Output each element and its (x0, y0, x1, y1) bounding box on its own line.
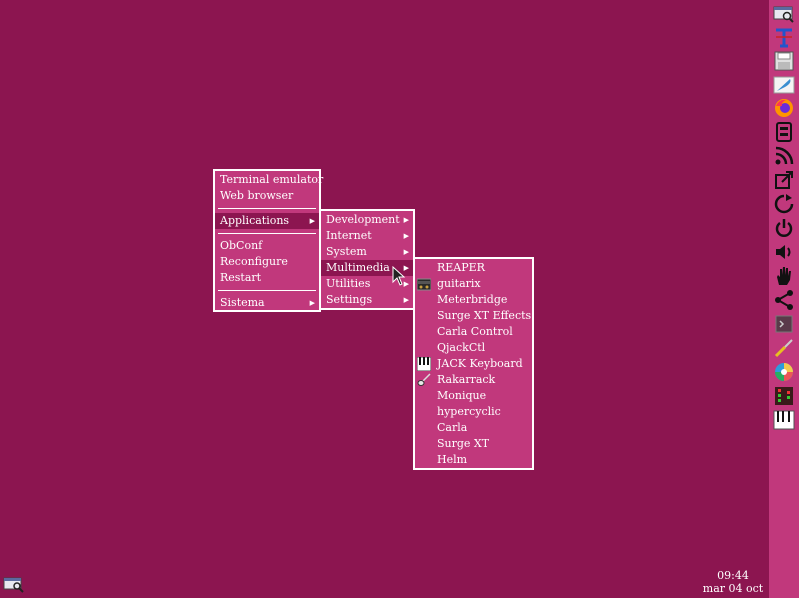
menu-item-utilities[interactable]: Utilities ▶ (321, 276, 413, 292)
storage-icon[interactable] (773, 121, 795, 143)
menu-item-applications[interactable]: Applications ▶ (215, 213, 319, 229)
menu-item-reaper[interactable]: REAPER (415, 260, 532, 276)
menu-item-label: Restart (220, 271, 262, 284)
multimedia-menu: REAPER guitarix Meterbridge Surge XT Eff… (413, 257, 534, 470)
menu-item-label: Surge XT (437, 437, 490, 450)
menu-item-sistema[interactable]: Sistema ▶ (215, 295, 319, 311)
menu-item-monique[interactable]: Monique (415, 388, 532, 404)
menu-item-carla-control[interactable]: Carla Control (415, 324, 532, 340)
menu-item-web-browser[interactable]: Web browser (215, 188, 319, 204)
submenu-arrow-icon: ▶ (403, 280, 409, 288)
menu-item-label: Web browser (220, 189, 294, 202)
menu-item-label: ObConf (220, 239, 263, 252)
menu-item-label: Monique (437, 389, 487, 402)
submenu-arrow-icon: ▶ (403, 264, 409, 272)
menu-item-label: JACK Keyboard (437, 357, 523, 370)
menu-item-label: Reconfigure (220, 255, 288, 268)
menu-item-label: Carla (437, 421, 468, 434)
menu-item-label: Terminal emulator (220, 173, 324, 186)
menu-item-surge-xt[interactable]: Surge XT (415, 436, 532, 452)
menu-item-settings[interactable]: Settings ▶ (321, 292, 413, 308)
menu-separator (218, 290, 316, 291)
text-editor-icon[interactable] (773, 27, 795, 49)
terminal-icon[interactable] (773, 313, 795, 335)
electric-guitar-icon (417, 373, 431, 386)
screwdriver-icon[interactable] (773, 337, 795, 359)
menu-item-jack-keyboard[interactable]: JACK Keyboard (415, 356, 532, 372)
root-menu: Terminal emulator Web browser Applicatio… (213, 169, 323, 312)
menu-item-internet[interactable]: Internet ▶ (321, 228, 413, 244)
equalizer-icon[interactable] (773, 385, 795, 407)
submenu-arrow-icon: ▶ (403, 296, 409, 304)
menu-item-hypercyclic[interactable]: hypercyclic (415, 404, 532, 420)
window-search-icon[interactable] (773, 3, 795, 25)
guitarix-icon (417, 278, 431, 291)
menu-item-label: Rakarrack (437, 373, 496, 386)
menu-item-label: guitarix (437, 277, 481, 290)
rss-feed-icon[interactable] (773, 145, 795, 167)
menu-item-terminal-emulator[interactable]: Terminal emulator (215, 172, 323, 188)
menu-item-label: hypercyclic (437, 405, 501, 418)
power-icon[interactable] (773, 217, 795, 239)
submenu-arrow-icon: ▶ (403, 232, 409, 240)
menu-item-label: Settings (326, 293, 373, 306)
piano-keyboard-icon[interactable] (773, 409, 795, 431)
menu-item-label: Internet (326, 229, 372, 242)
volume-icon[interactable] (773, 241, 795, 263)
hand-icon[interactable] (773, 265, 795, 287)
menu-item-carla[interactable]: Carla (415, 420, 532, 436)
menu-item-label: Development (326, 213, 400, 226)
share-icon[interactable] (773, 289, 795, 311)
menu-item-label: Multimedia (326, 261, 390, 274)
menu-item-label: Meterbridge (437, 293, 508, 306)
window-search-icon[interactable] (3, 575, 25, 593)
menu-item-label: System (326, 245, 367, 258)
applications-menu: Development▶ Internet▶ System▶ Multimedi… (319, 209, 415, 310)
menu-item-helm[interactable]: Helm (415, 452, 532, 468)
menu-item-restart[interactable]: Restart (215, 270, 319, 286)
menu-item-label: Helm (437, 453, 468, 466)
menu-separator (218, 208, 316, 209)
clock-date: mar 04 oct (702, 582, 764, 595)
menu-item-label: Surge XT Effects (437, 309, 532, 322)
mouse-pointer-icon (392, 266, 406, 286)
export-icon[interactable] (773, 169, 795, 191)
menu-item-reconfigure[interactable]: Reconfigure (215, 254, 319, 270)
submenu-arrow-icon: ▶ (309, 217, 315, 225)
menu-item-label: REAPER (437, 261, 485, 274)
menu-item-rakarrack[interactable]: Rakarrack (415, 372, 532, 388)
menu-item-obconf[interactable]: ObConf (215, 238, 319, 254)
submenu-arrow-icon: ▶ (403, 248, 409, 256)
menu-item-qjackctl[interactable]: QjackCtl (415, 340, 532, 356)
menu-item-label: Sistema (220, 296, 265, 309)
menu-item-label: Utilities (326, 277, 371, 290)
menu-separator (218, 233, 316, 234)
submenu-arrow-icon: ▶ (403, 216, 409, 224)
submenu-arrow-icon: ▶ (309, 299, 315, 307)
menu-item-guitarix[interactable]: guitarix (415, 276, 532, 292)
piano-keyboard-icon (417, 357, 431, 371)
menu-item-label: Carla Control (437, 325, 513, 338)
firefox-icon[interactable] (773, 97, 795, 119)
menu-item-meterbridge[interactable]: Meterbridge (415, 292, 532, 308)
floppy-disk-icon[interactable] (773, 50, 795, 72)
feather-pen-icon[interactable] (773, 74, 795, 96)
menu-item-label: Applications (220, 214, 290, 227)
menu-item-system[interactable]: System ▶ (321, 244, 413, 260)
menu-item-label: QjackCtl (437, 341, 486, 354)
menu-item-multimedia[interactable]: Multimedia ▶ (321, 260, 413, 276)
menu-item-development[interactable]: Development▶ (321, 212, 413, 228)
clock-time: 09:44 (717, 569, 749, 582)
launcher-dock (769, 0, 799, 598)
restart-icon[interactable] (773, 193, 795, 215)
menu-item-surge-xt-effects[interactable]: Surge XT Effects (415, 308, 532, 324)
color-wheel-icon[interactable] (773, 361, 795, 383)
clock: 09:44 mar 04 oct (697, 569, 769, 595)
